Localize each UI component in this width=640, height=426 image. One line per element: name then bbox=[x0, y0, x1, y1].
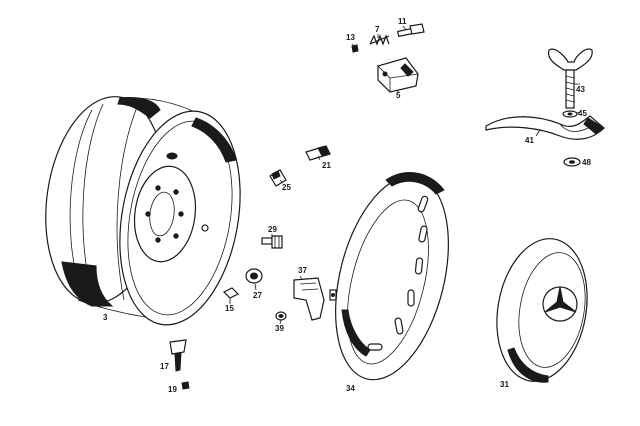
callout-15: 15 bbox=[225, 304, 234, 313]
callout-43: 43 bbox=[576, 85, 585, 94]
callout-29: 29 bbox=[268, 225, 277, 234]
callout-labels: 3 5 7 11 13 15 17 19 21 25 27 29 31 34 3… bbox=[103, 17, 591, 394]
hub-cap bbox=[496, 238, 588, 383]
callout-45: 45 bbox=[578, 109, 587, 118]
trim-ring bbox=[335, 172, 449, 381]
spare-wheel-bracket bbox=[485, 115, 605, 140]
bracket-plate bbox=[293, 277, 337, 321]
washer-45 bbox=[562, 110, 578, 118]
callout-5: 5 bbox=[396, 91, 401, 100]
callout-48: 48 bbox=[582, 158, 591, 167]
callout-11: 11 bbox=[398, 17, 407, 26]
wheel-bolt bbox=[261, 235, 283, 249]
callout-39: 39 bbox=[275, 324, 284, 333]
callout-27: 27 bbox=[253, 291, 262, 300]
bolt-11 bbox=[397, 23, 425, 38]
valve-cap bbox=[181, 381, 190, 390]
callout-25: 25 bbox=[282, 183, 291, 192]
washer-48 bbox=[563, 157, 581, 167]
wheel-rim bbox=[45, 96, 241, 326]
clip-21 bbox=[305, 145, 331, 161]
nut-13 bbox=[351, 44, 359, 53]
leader-lines bbox=[229, 25, 581, 325]
callout-31: 31 bbox=[500, 380, 509, 389]
clip-15 bbox=[222, 287, 240, 299]
tire-valve bbox=[169, 339, 187, 372]
callout-3: 3 bbox=[103, 313, 108, 322]
callout-34: 34 bbox=[346, 384, 355, 393]
nut-39 bbox=[275, 311, 287, 321]
callout-21: 21 bbox=[322, 161, 331, 170]
wing-bolt bbox=[547, 48, 593, 109]
clamp-block bbox=[377, 57, 419, 93]
callout-41: 41 bbox=[525, 136, 534, 145]
cap-nut bbox=[245, 268, 263, 284]
spring bbox=[369, 34, 390, 46]
callout-13: 13 bbox=[346, 33, 355, 42]
callout-19: 19 bbox=[168, 385, 177, 394]
callout-37: 37 bbox=[298, 266, 307, 275]
callout-17: 17 bbox=[160, 362, 169, 371]
callout-7: 7 bbox=[375, 25, 380, 34]
